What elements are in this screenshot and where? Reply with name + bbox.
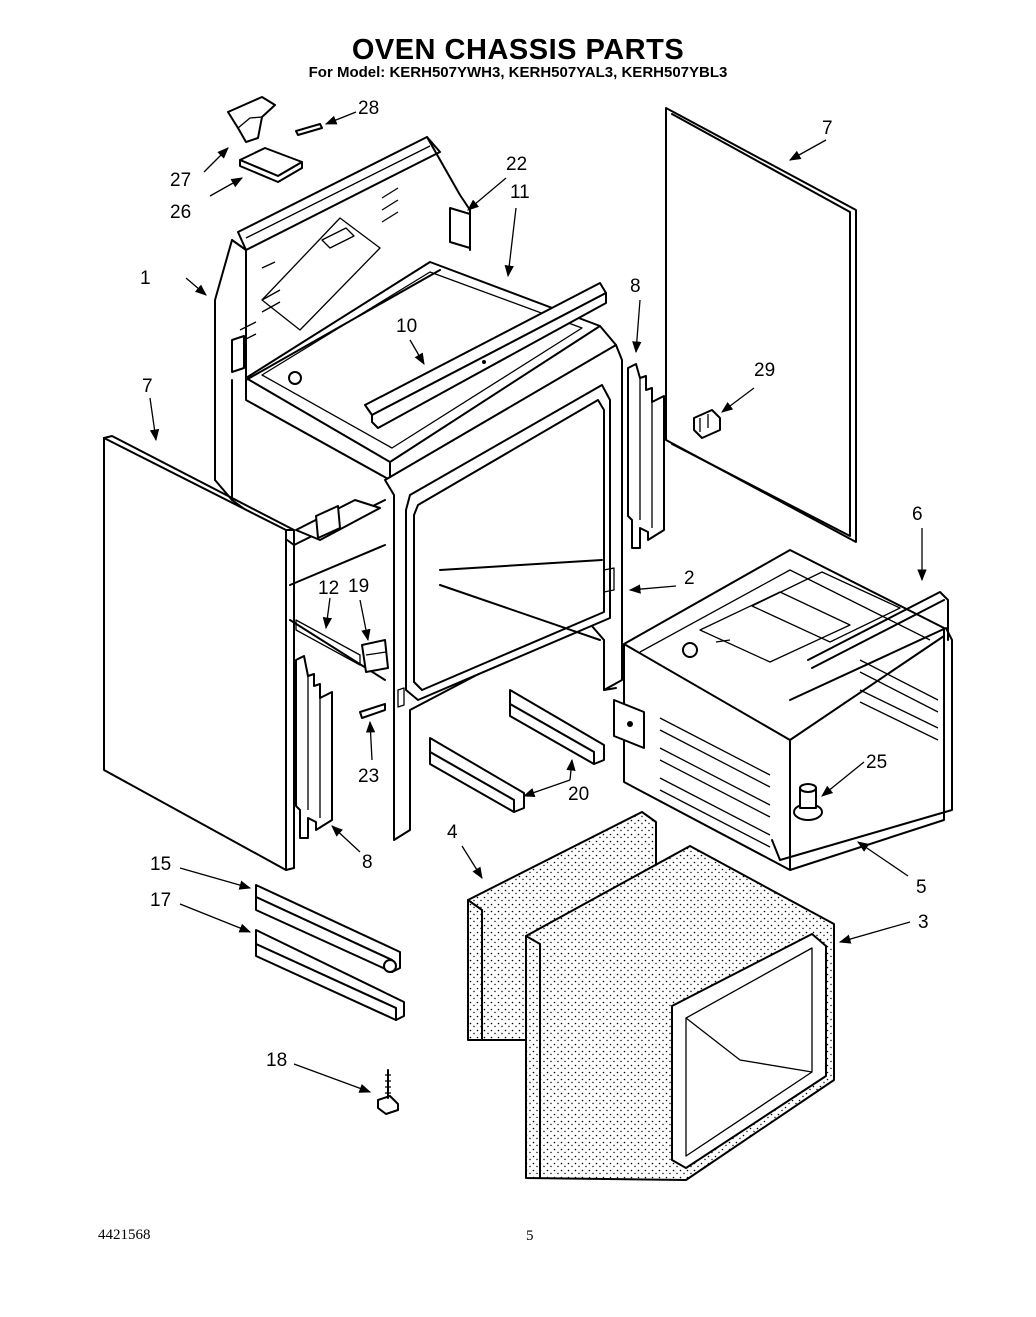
part-17-bracket [255,929,405,1021]
leader-lines [149,111,927,1093]
document-number: 4421568 [98,1227,151,1243]
callout-22: 22 [506,154,527,175]
callout-28: 28 [358,98,379,119]
part-27-bracket [227,96,276,143]
callout-17: 17 [150,890,171,911]
callout-18: 18 [266,1050,287,1071]
part-7-left-side-panel [103,435,295,871]
callout-4: 4 [447,822,458,843]
part-8-bottom-bracket [295,655,333,839]
part-10-crossbar [364,282,607,429]
callout-20: 20 [568,784,589,805]
page-title: OVEN CHASSIS PARTS [351,34,685,66]
callout-26: 26 [170,202,191,223]
callout-19: 19 [348,576,369,597]
callout-labels: 1 2 3 4 5 6 7 7 8 8 10 11 12 15 17 18 19… [140,98,929,1071]
callout-23: 23 [358,766,379,787]
callout-5: 5 [916,877,927,898]
part-29-screw [693,409,721,439]
part-23-clip [359,703,386,719]
callout-27: 27 [170,170,191,191]
part-2-front-frame [231,344,623,841]
part-7-right-side-panel [665,107,857,543]
callout-6: 6 [912,504,923,525]
callout-7-left: 7 [142,376,153,397]
callout-11: 11 [510,182,530,203]
callout-1: 1 [140,268,151,289]
callout-29: 29 [754,360,775,381]
part-8-top-bracket [627,363,665,549]
part-11-top-frame [245,261,617,481]
part-3-insulation-wrap [525,845,835,1181]
callout-15: 15 [150,854,171,875]
part-18-leveling-leg [377,1069,399,1115]
part-15-bracket [255,884,401,973]
part-20-bracket-lower [429,737,525,813]
part-28-strip [295,123,323,136]
callout-7-right: 7 [822,118,833,139]
callout-8-top: 8 [630,276,641,297]
callout-8-bottom: 8 [362,852,373,873]
callout-12: 12 [318,578,339,599]
part-6-oven-cavity [613,549,953,871]
part-19-clip [361,639,389,673]
page-number: 5 [526,1228,534,1244]
callout-25: 25 [866,752,887,773]
part-1-chassis-frame [214,136,471,501]
part-20-bracket-upper [509,689,605,765]
callout-2: 2 [684,568,695,589]
model-subtitle: For Model: KERH507YWH3, KERH507YAL3, KER… [308,64,728,81]
callout-10: 10 [396,316,417,337]
part-26-pad [239,147,303,183]
callout-3: 3 [918,912,929,933]
part-12-bracket [295,619,361,666]
